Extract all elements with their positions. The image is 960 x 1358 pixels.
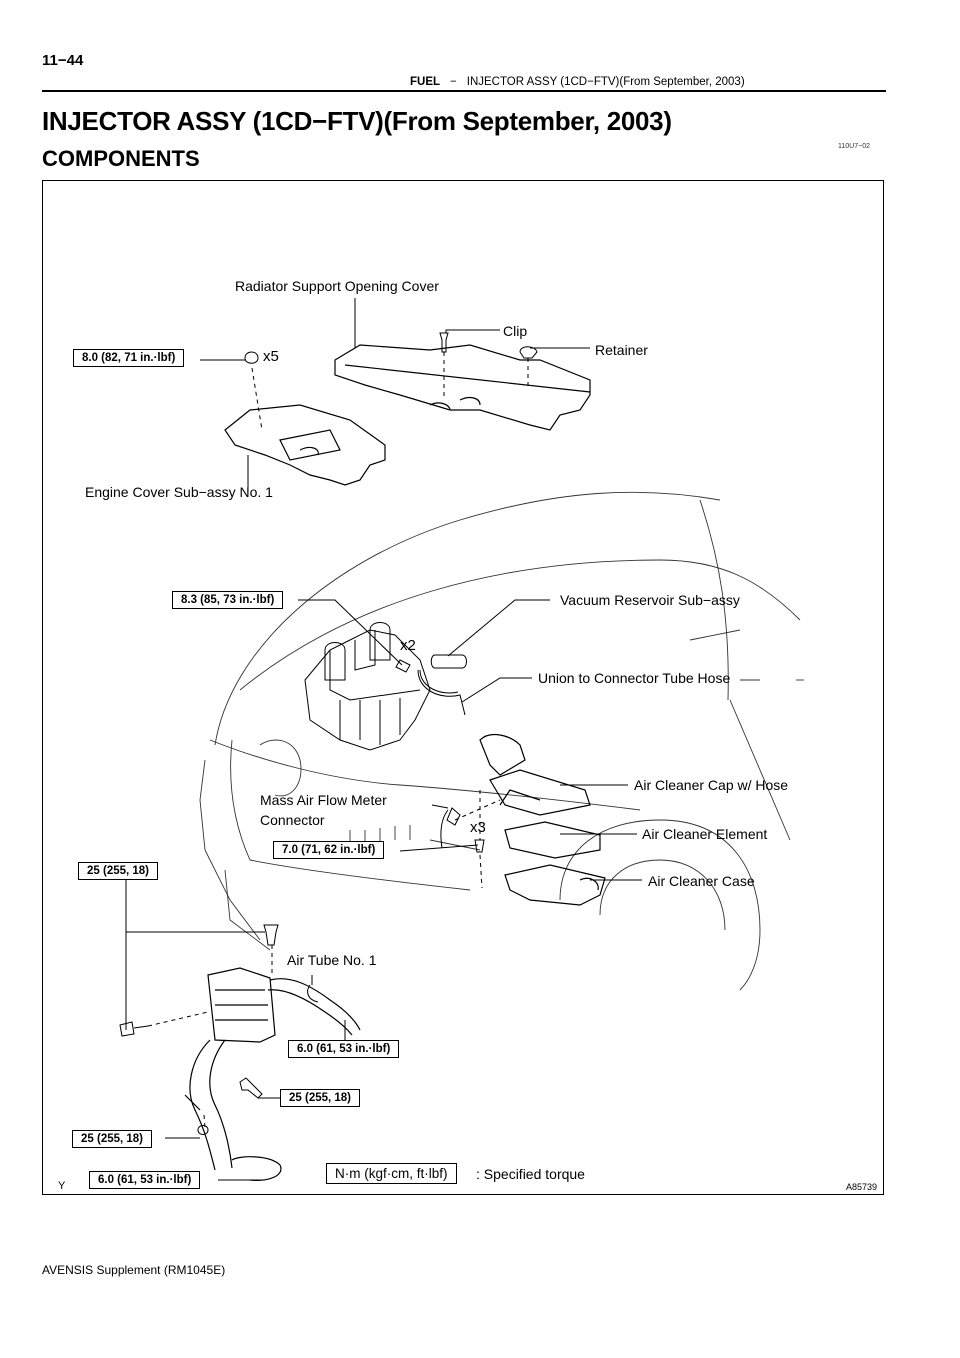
bolt-top-drawing [263,924,279,946]
vehicle-outline [199,491,804,991]
label-radiator-support-cover: Radiator Support Opening Cover [235,278,439,294]
torque-box-tube-bolt-mid: 25 (255, 18) [280,1089,361,1107]
components-figure [42,180,884,1195]
torque-unit-legend-box: N·m (kgf·cm, ft·lbf) [326,1163,457,1184]
air-cleaner-drawing [479,733,606,906]
engine-cover-drawing [224,404,386,486]
vacuum-reservoir-drawing [417,654,467,716]
label-clip: Clip [503,323,528,339]
bolt-x2-drawing [395,659,411,673]
torque-legend-text: : Specified torque [476,1166,585,1182]
bolt-low-drawing [197,1125,209,1135]
qty-x3: x3 [470,819,486,836]
bolt-mid-drawing [239,1077,263,1099]
label-air-cleaner-element: Air Cleaner Element [642,826,768,842]
label-air-tube: Air Tube No. 1 [287,952,377,968]
header-topic: INJECTOR ASSY (1CD−FTV)(From September, … [466,76,745,88]
torque-box-tube-bolt-top: 25 (255, 18) [78,862,159,880]
torque-box-tube-end-clamp: 6.0 (61, 53 in.·lbf) [89,1171,201,1189]
page-footer: AVENSIS Supplement (RM1045E) [42,1263,226,1277]
qty-x2: x2 [400,637,416,654]
figure-ref: 110U7−02 [838,143,870,150]
bolt-x3-drawing [474,839,485,853]
label-engine-cover: Engine Cover Sub−assy No. 1 [85,484,273,500]
torque-box-reservoir-bolt: 8.3 (85, 73 in.·lbf) [172,591,284,609]
page-title: INJECTOR ASSY (1CD−FTV)(From September, … [42,106,672,136]
bolt-left-drawing [119,1021,149,1037]
torque-box-tube-clamp: 6.0 (61, 53 in.·lbf) [288,1040,400,1058]
header-section: FUEL [410,76,441,88]
header-rule [42,90,886,92]
maf-connector-drawing [440,807,461,849]
section-subtitle: COMPONENTS [42,146,200,171]
qty-x5: x5 [263,348,279,365]
air-tube-drawing [184,967,361,1181]
engine-drawing [304,622,431,751]
running-header: FUEL−INJECTOR ASSY (1CD−FTV)(From Septem… [410,76,745,88]
corner-mark: Y [58,1180,66,1192]
figure-number: A85739 [846,1182,878,1192]
label-vacuum-reservoir: Vacuum Reservoir Sub−assy [560,592,740,608]
torque-box-air-cleaner-bolt: 7.0 (71, 62 in.·lbf) [273,841,385,859]
label-maf-line1: Mass Air Flow Meter [260,792,387,808]
clip-drawing [439,332,449,353]
label-retainer: Retainer [595,342,648,358]
radiator-support-cover-drawing [334,344,591,431]
clamp-drawing [307,984,319,1003]
nut-drawing [244,351,259,364]
label-union-hose: Union to Connector Tube Hose [538,670,731,686]
label-maf-line2: Connector [260,812,325,828]
torque-box-cover-nut: 8.0 (82, 71 in.·lbf) [73,349,185,367]
page-number: 11−44 [42,52,84,69]
torque-box-tube-bolt-low: 25 (255, 18) [72,1130,153,1148]
label-air-cleaner-case: Air Cleaner Case [648,873,755,889]
label-air-cleaner-cap: Air Cleaner Cap w/ Hose [634,777,789,793]
header-separator: − [450,76,457,88]
